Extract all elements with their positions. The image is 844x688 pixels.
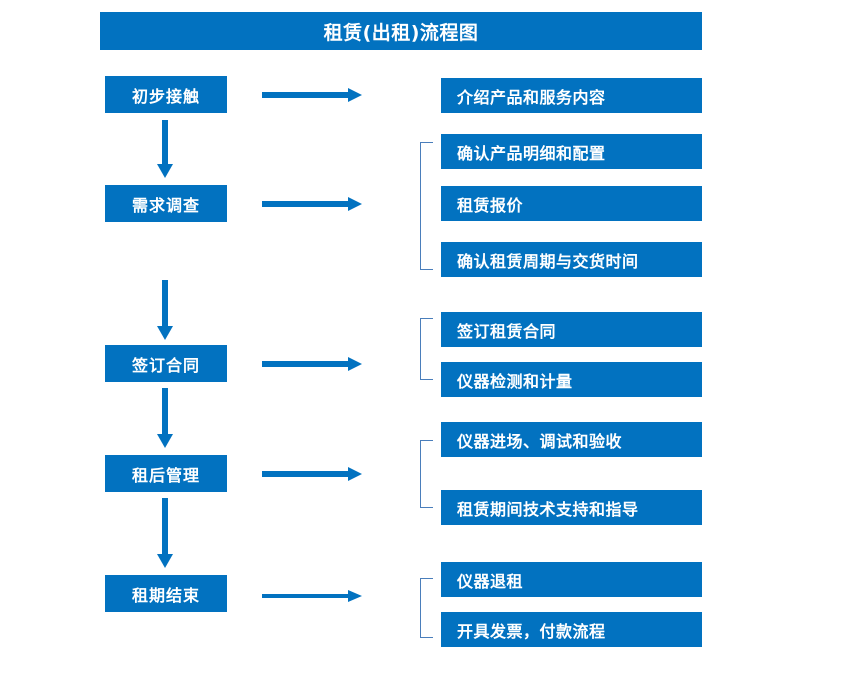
horizontal-arrow-icon-5 <box>262 587 362 602</box>
stage-box-3[interactable]: 签订合同 <box>105 345 227 382</box>
horizontal-arrow-icon-2 <box>262 196 362 211</box>
task-label: 仪器检测和计量 <box>457 371 573 391</box>
group-bracket-2 <box>420 142 433 270</box>
task-box-4-1[interactable]: 仪器进场、调试和验收 <box>441 422 702 457</box>
group-bracket-3 <box>420 318 433 380</box>
stage-box-5[interactable]: 租期结束 <box>105 575 227 612</box>
stage-label: 租期结束 <box>131 585 200 605</box>
task-box-5-2[interactable]: 开具发票，付款流程 <box>441 612 702 647</box>
task-label: 确认租赁周期与交货时间 <box>457 251 639 271</box>
task-label: 租赁期间技术支持和指导 <box>457 499 639 519</box>
stage-box-1[interactable]: 初步接触 <box>105 76 227 113</box>
task-label: 租赁报价 <box>457 195 524 215</box>
stage-label: 需求调查 <box>131 195 200 215</box>
task-box-3-2[interactable]: 仪器检测和计量 <box>441 362 702 397</box>
task-label: 确认产品明细和配置 <box>457 143 606 163</box>
task-box-5-1[interactable]: 仪器退租 <box>441 562 702 597</box>
stage-label: 租后管理 <box>131 465 200 485</box>
vertical-arrow-icon-3 <box>155 388 175 450</box>
task-box-2-3[interactable]: 确认租赁周期与交货时间 <box>441 242 702 277</box>
vertical-arrow-icon-1 <box>155 120 175 180</box>
group-bracket-4 <box>420 440 433 508</box>
task-box-1-1[interactable]: 介绍产品和服务内容 <box>441 78 702 113</box>
task-box-2-1[interactable]: 确认产品明细和配置 <box>441 134 702 169</box>
task-label: 仪器进场、调试和验收 <box>457 431 623 451</box>
task-label: 开具发票，付款流程 <box>457 621 606 641</box>
task-label: 介绍产品和服务内容 <box>457 87 606 107</box>
stage-box-4[interactable]: 租后管理 <box>105 455 227 492</box>
group-bracket-5 <box>420 578 433 638</box>
diagram-title: 租赁(出租)流程图 <box>100 12 702 50</box>
task-box-2-2[interactable]: 租赁报价 <box>441 186 702 221</box>
horizontal-arrow-icon-3 <box>262 356 362 371</box>
stage-label: 签订合同 <box>131 355 200 375</box>
task-box-3-1[interactable]: 签订租赁合同 <box>441 312 702 347</box>
vertical-arrow-icon-4 <box>155 498 175 570</box>
vertical-arrow-icon-2 <box>155 280 175 342</box>
horizontal-arrow-icon-4 <box>262 466 362 481</box>
task-label: 仪器退租 <box>457 571 524 591</box>
task-label: 签订租赁合同 <box>457 321 557 341</box>
stage-label: 初步接触 <box>131 86 200 106</box>
horizontal-arrow-icon-1 <box>262 87 362 102</box>
task-box-4-2[interactable]: 租赁期间技术支持和指导 <box>441 490 702 525</box>
stage-box-2[interactable]: 需求调查 <box>105 185 227 222</box>
